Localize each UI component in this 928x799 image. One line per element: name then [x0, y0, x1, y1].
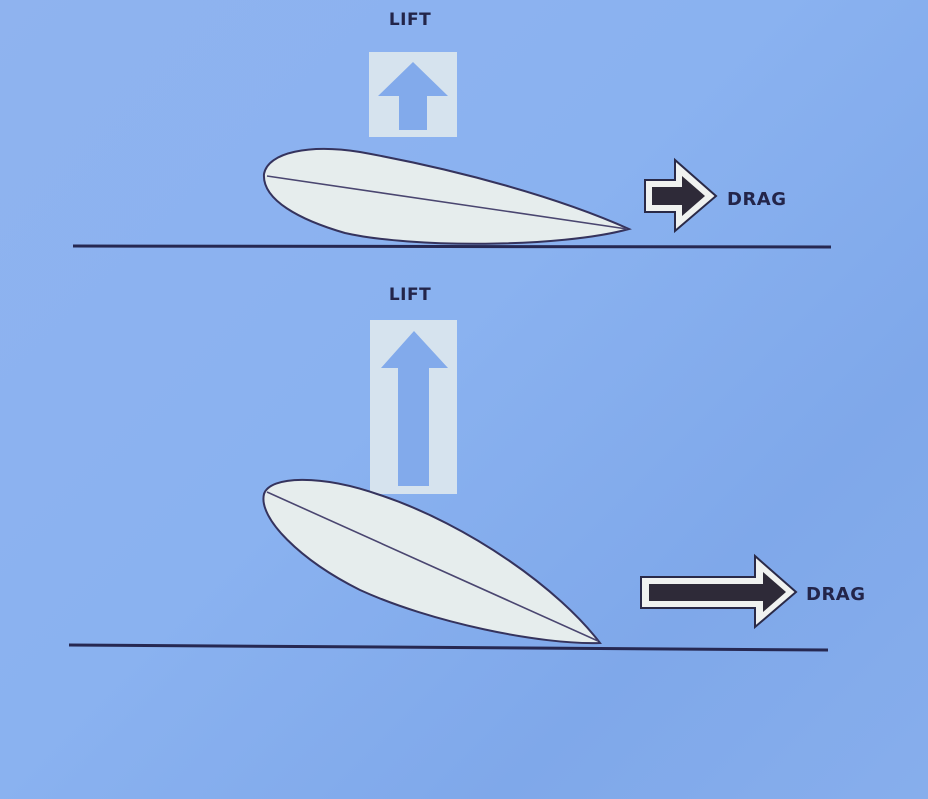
drag-arrow-fill-top: [652, 176, 705, 216]
lift-arrow-icon-bottom: [370, 320, 457, 494]
airfoil-shape-top: [262, 147, 632, 245]
lift-label-bottom: LIFT: [389, 285, 431, 305]
drag-label-top: DRAG: [727, 189, 787, 210]
airfoil-bottom: [262, 478, 602, 645]
drag-arrow-icon-top: [644, 157, 718, 234]
ground-line-top: [72, 244, 832, 249]
airfoil-shape-bottom: [262, 478, 602, 645]
up-arrow-icon: [381, 331, 448, 486]
chord-line-bottom: [266, 491, 599, 642]
drag-arrow-fill-bottom: [649, 572, 786, 612]
lift-arrow-icon-top: [369, 52, 457, 137]
panel-high-angle: LIFT DRAG: [68, 285, 866, 652]
drag-label-bottom: DRAG: [806, 584, 866, 605]
drag-arrow-icon-bottom: [640, 553, 798, 630]
lift-label-top: LIFT: [389, 10, 431, 30]
up-arrow-icon: [378, 62, 448, 130]
ground-line-bottom: [68, 643, 829, 652]
airfoil-top: [262, 147, 632, 245]
chord-line-top: [266, 175, 628, 230]
panel-low-angle: LIFT DRAG: [72, 10, 832, 249]
